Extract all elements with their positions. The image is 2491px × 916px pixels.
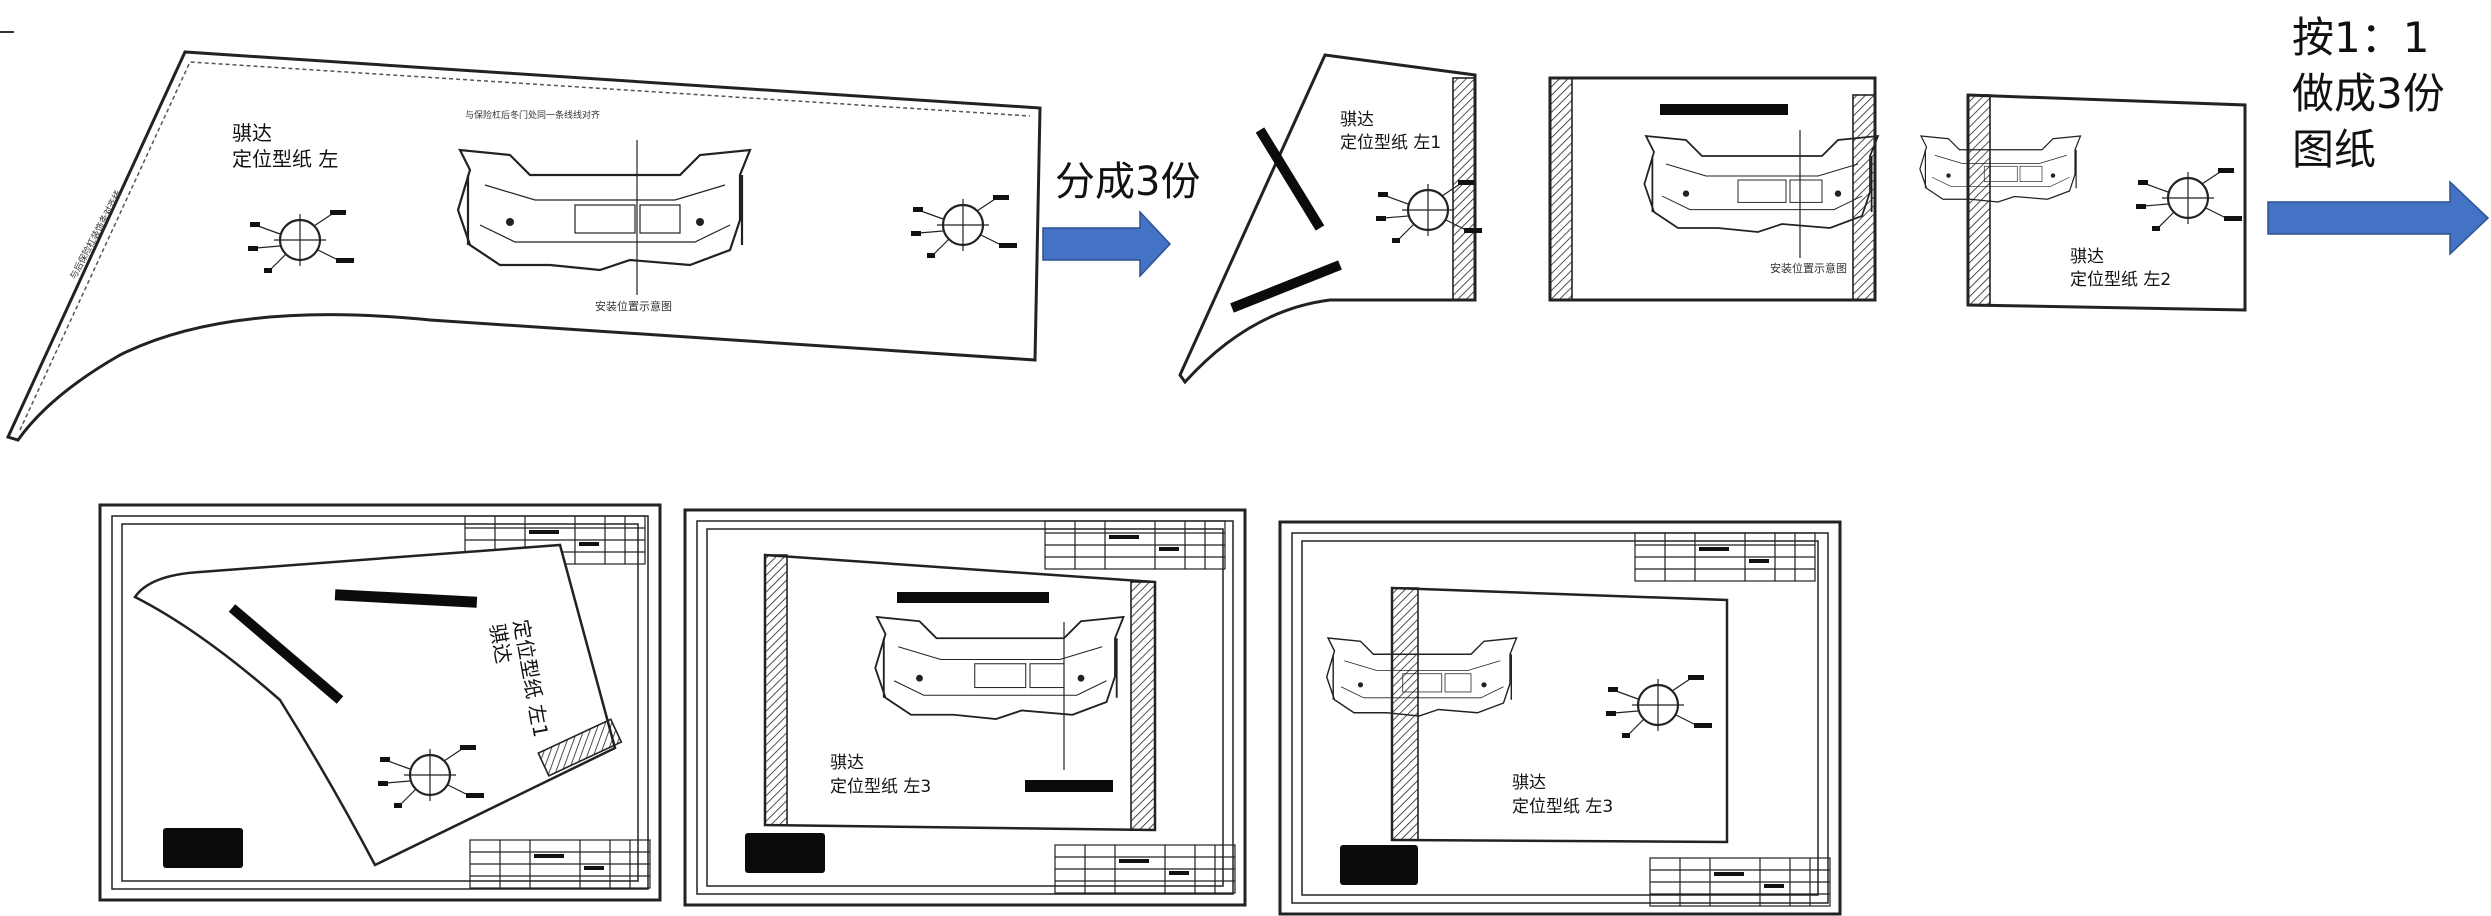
arrow-split-label: 分成3份 bbox=[1055, 159, 1200, 205]
piece1-name-line2: 定位型纸 左1 bbox=[1340, 133, 1441, 153]
sheet2-name-line2: 定位型纸 左3 bbox=[830, 777, 931, 797]
arrow-print: 按1：1 做成3份 图纸 bbox=[2267, 13, 2490, 256]
piece3-name-line2: 定位型纸 左2 bbox=[2070, 270, 2171, 290]
template-name-line1: 骐达 bbox=[232, 121, 272, 145]
arrow-print-label-2: 做成3份 bbox=[2292, 69, 2445, 118]
drawing-sheet-3: 骐达 定位型纸 左3 bbox=[1278, 520, 1842, 916]
piece2-bottom-note: 安装位置示意图 bbox=[1770, 261, 1847, 275]
drawing-sheet-2: 骐达 定位型纸 左3 bbox=[683, 508, 1247, 907]
sheet2-name-line1: 骐达 bbox=[830, 753, 864, 773]
sheet3-name-line2: 定位型纸 左3 bbox=[1512, 797, 1613, 817]
piece3-name-line1: 骐达 bbox=[2070, 247, 2104, 267]
full-template: 骐达 定位型纸 左 与保险杠后冬门处同一条线线对齐 安装位置示意图 与后保险杠装… bbox=[5, 50, 1042, 442]
template-name-line2: 定位型纸 左 bbox=[232, 147, 338, 171]
piece1-name-line1: 骐达 bbox=[1340, 110, 1374, 130]
template-bottom-note: 安装位置示意图 bbox=[595, 299, 672, 313]
arrow-split: 分成3份 bbox=[1042, 159, 1200, 278]
arrow-print-label-1: 按1：1 bbox=[2292, 13, 2429, 62]
arrow-print-label-3: 图纸 bbox=[2292, 125, 2376, 174]
template-top-note: 与保险杠后冬门处同一条线线对齐 bbox=[465, 109, 600, 121]
sheet3-name-line1: 骐达 bbox=[1512, 773, 1546, 793]
drawing-sheet-1: 骐达 定位型纸 左1 bbox=[98, 503, 662, 902]
piece-3: 骐达 定位型纸 左2 bbox=[1919, 93, 2247, 312]
piece-1: 骐达 定位型纸 左1 bbox=[1178, 53, 1484, 385]
piece-2: 安装位置示意图 bbox=[1548, 76, 1879, 302]
